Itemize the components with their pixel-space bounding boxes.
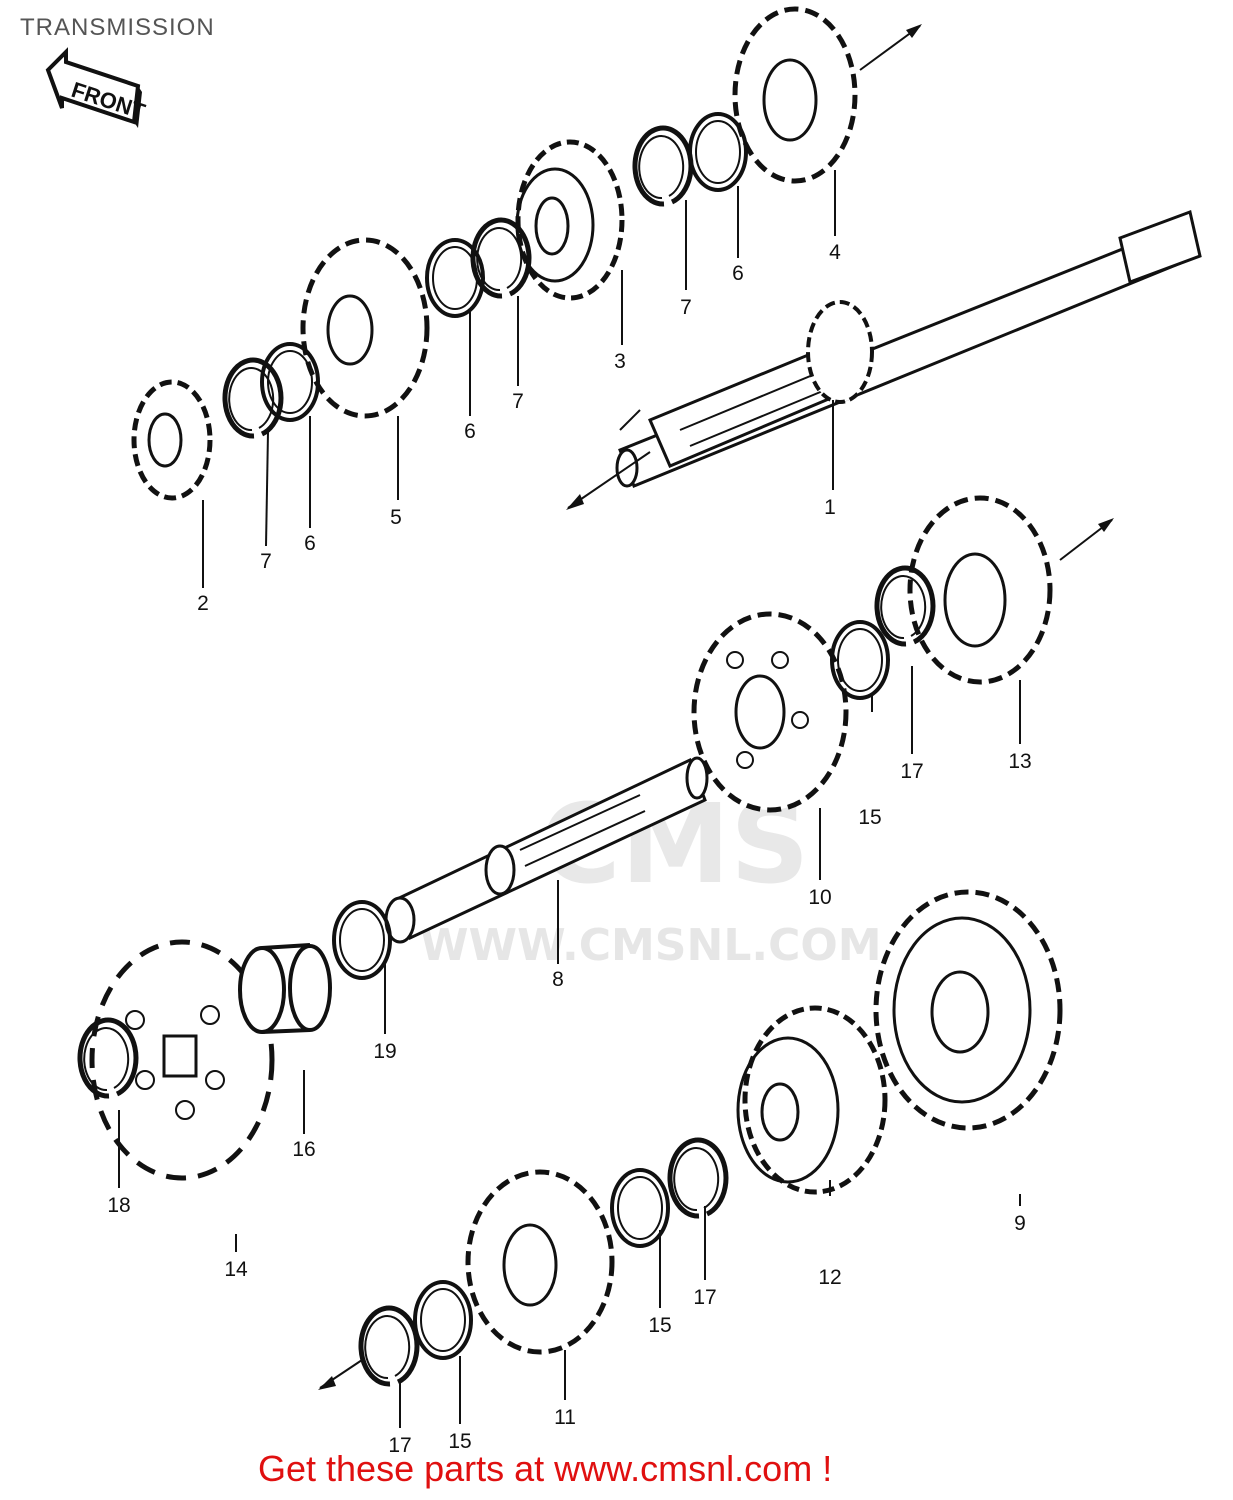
leader-lines — [118, 170, 1021, 1428]
callout-9: 9 — [1014, 1212, 1026, 1235]
gear-4 — [732, 6, 922, 184]
callout-6b: 6 — [464, 420, 476, 443]
gear-2 — [131, 379, 213, 501]
callout-7b: 7 — [512, 390, 524, 413]
callout-16: 16 — [292, 1138, 316, 1161]
callout-17c: 17 — [388, 1434, 412, 1457]
callout-3: 3 — [614, 350, 626, 373]
gear-11 — [465, 1169, 615, 1355]
washer-6c — [688, 112, 748, 192]
gear-10 — [691, 611, 849, 813]
callout-15a: 15 — [858, 806, 882, 829]
circlip-17a — [877, 568, 933, 644]
arrow-bottom-left-icon — [318, 1359, 363, 1390]
callout-17a: 17 — [900, 760, 924, 783]
callout-6a: 6 — [304, 532, 316, 555]
callout-11: 11 — [554, 1406, 576, 1429]
gear-5 — [300, 237, 430, 419]
circlip-17c — [361, 1308, 417, 1384]
circlip-17b — [670, 1140, 726, 1216]
gear-3 — [515, 139, 625, 301]
callout-7a: 7 — [260, 550, 272, 573]
counter-shaft — [384, 756, 709, 944]
circlip-7c — [635, 128, 691, 204]
gear-9 — [873, 889, 1063, 1131]
callout-10: 10 — [808, 886, 832, 909]
circlip-7a — [225, 360, 281, 436]
washer-15c — [413, 1280, 473, 1360]
watermark-url: WWW.CMSNL.COM — [420, 920, 882, 971]
front-arrow-icon: FRONT — [45, 47, 149, 128]
callout-15c: 15 — [448, 1430, 472, 1453]
collar-16 — [238, 943, 332, 1034]
diagram-title: TRANSMISSION — [20, 14, 215, 41]
gear-12 — [736, 1005, 888, 1195]
callout-12: 12 — [818, 1266, 842, 1289]
callout-5: 5 — [390, 506, 402, 529]
callout-17b: 17 — [693, 1286, 717, 1309]
sprocket-14 — [89, 939, 275, 1181]
callout-14: 14 — [224, 1258, 248, 1281]
circlip-19 — [332, 900, 392, 980]
main-shaft — [566, 209, 1202, 510]
callout-19: 19 — [373, 1040, 397, 1063]
circlip-7b — [473, 220, 529, 296]
footer-link-text[interactable]: Get these parts at www.cmsnl.com ! — [258, 1448, 833, 1489]
callout-13: 13 — [1008, 750, 1032, 773]
washer-15a — [830, 620, 890, 700]
callout-4: 4 — [829, 241, 841, 264]
callout-2: 2 — [197, 592, 209, 615]
callout-1: 1 — [824, 496, 836, 519]
callout-6c: 6 — [732, 262, 744, 285]
callout-18: 18 — [107, 1194, 131, 1217]
callout-8: 8 — [552, 968, 564, 991]
callout-7c: 7 — [680, 296, 692, 319]
callout-15b: 15 — [648, 1314, 672, 1337]
gear-13 — [907, 495, 1114, 685]
